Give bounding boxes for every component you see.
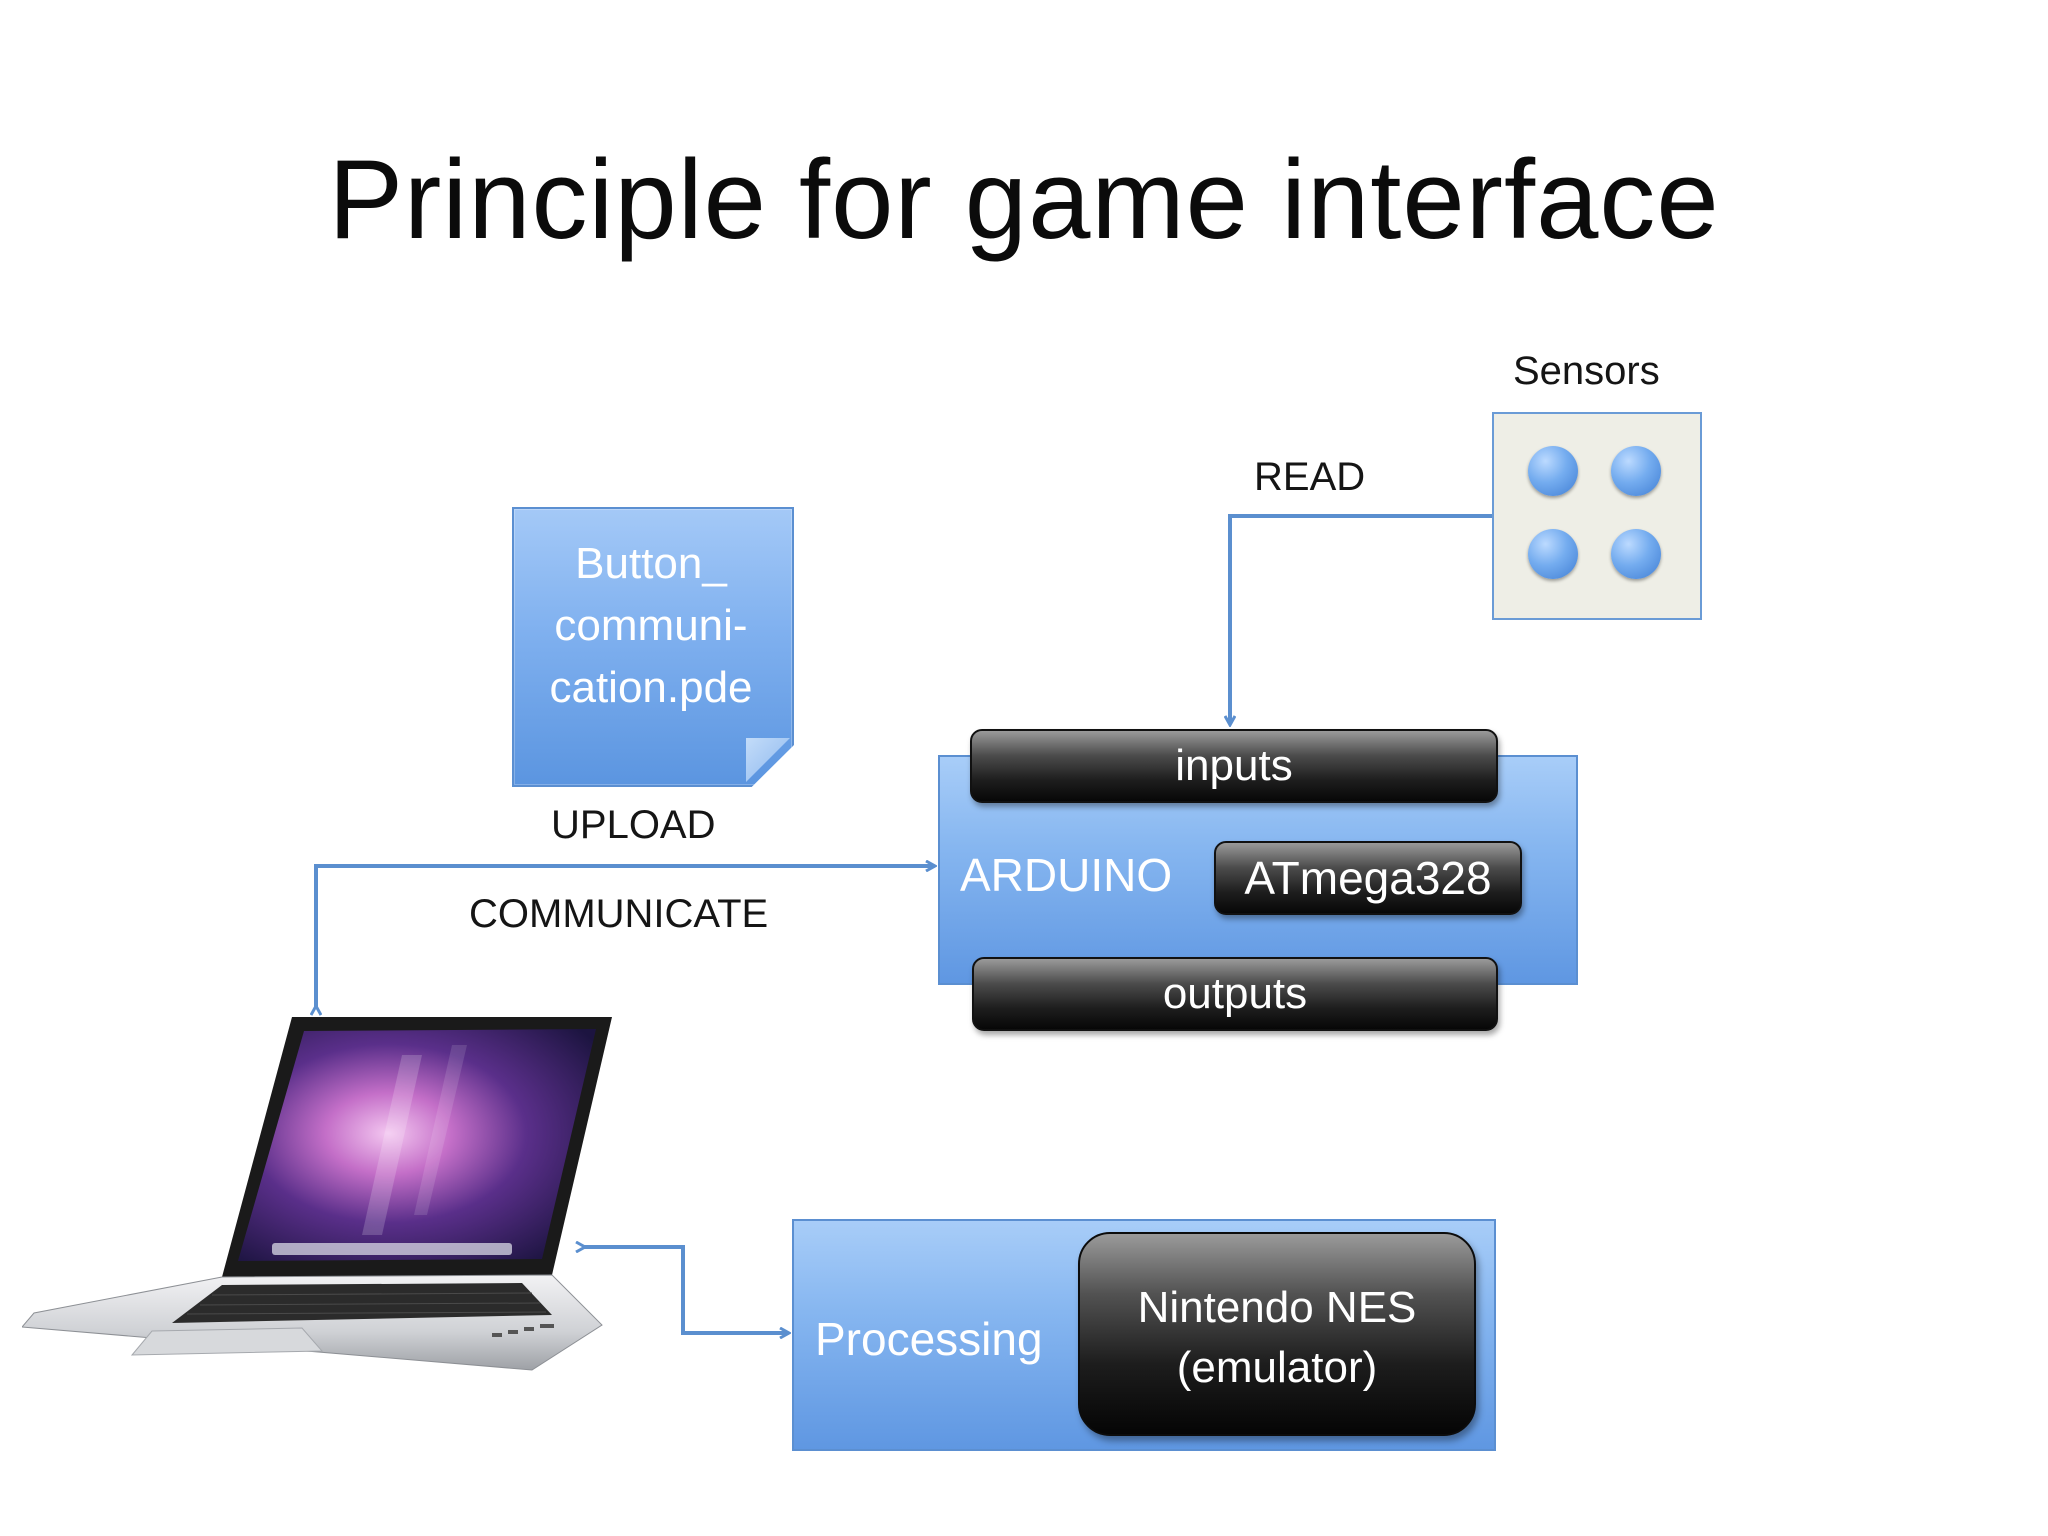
arduino-label: ARDUINO bbox=[960, 849, 1173, 901]
read-label: READ bbox=[1254, 455, 1366, 499]
sensors-label: Sensors bbox=[1513, 349, 1660, 393]
sensors-panel bbox=[1492, 412, 1702, 620]
file-name: Button_ communi- cation.pde bbox=[549, 539, 753, 712]
inputs-label: inputs bbox=[1175, 741, 1293, 790]
nes-emulator-box bbox=[1078, 1232, 1476, 1436]
laptop-processing-connector bbox=[584, 1247, 788, 1333]
slide-title: Principle for game interface bbox=[328, 137, 1720, 262]
laptop-dock bbox=[272, 1243, 512, 1255]
upload-communicate-connector bbox=[316, 866, 934, 1007]
communicate-label: COMMUNICATE bbox=[469, 892, 769, 936]
laptop-screen bbox=[238, 1029, 596, 1261]
inputs-bar: inputs bbox=[970, 729, 1498, 803]
outputs-bar: outputs bbox=[972, 957, 1498, 1031]
nes-emulator-line2: (emulator) bbox=[1176, 1343, 1378, 1392]
outputs-label: outputs bbox=[1162, 969, 1308, 1018]
nes-emulator-text: Nintendo NES (emulator) bbox=[1078, 1278, 1476, 1398]
upload-label: UPLOAD bbox=[551, 803, 716, 847]
laptop-icon bbox=[22, 1017, 612, 1371]
laptop-trackpad bbox=[130, 1327, 324, 1356]
chip-bar: ATmega328 bbox=[1214, 841, 1522, 915]
sensor-icon-1 bbox=[1528, 446, 1578, 496]
sensor-icon-3 bbox=[1528, 529, 1578, 579]
nes-emulator-line1: Nintendo NES bbox=[1137, 1283, 1417, 1332]
processing-label: Processing bbox=[815, 1313, 1043, 1365]
chip-label: ATmega328 bbox=[1244, 852, 1492, 904]
sensor-icon-4 bbox=[1611, 529, 1661, 579]
sensor-icon-2 bbox=[1611, 446, 1661, 496]
read-connector bbox=[1230, 514, 1492, 724]
